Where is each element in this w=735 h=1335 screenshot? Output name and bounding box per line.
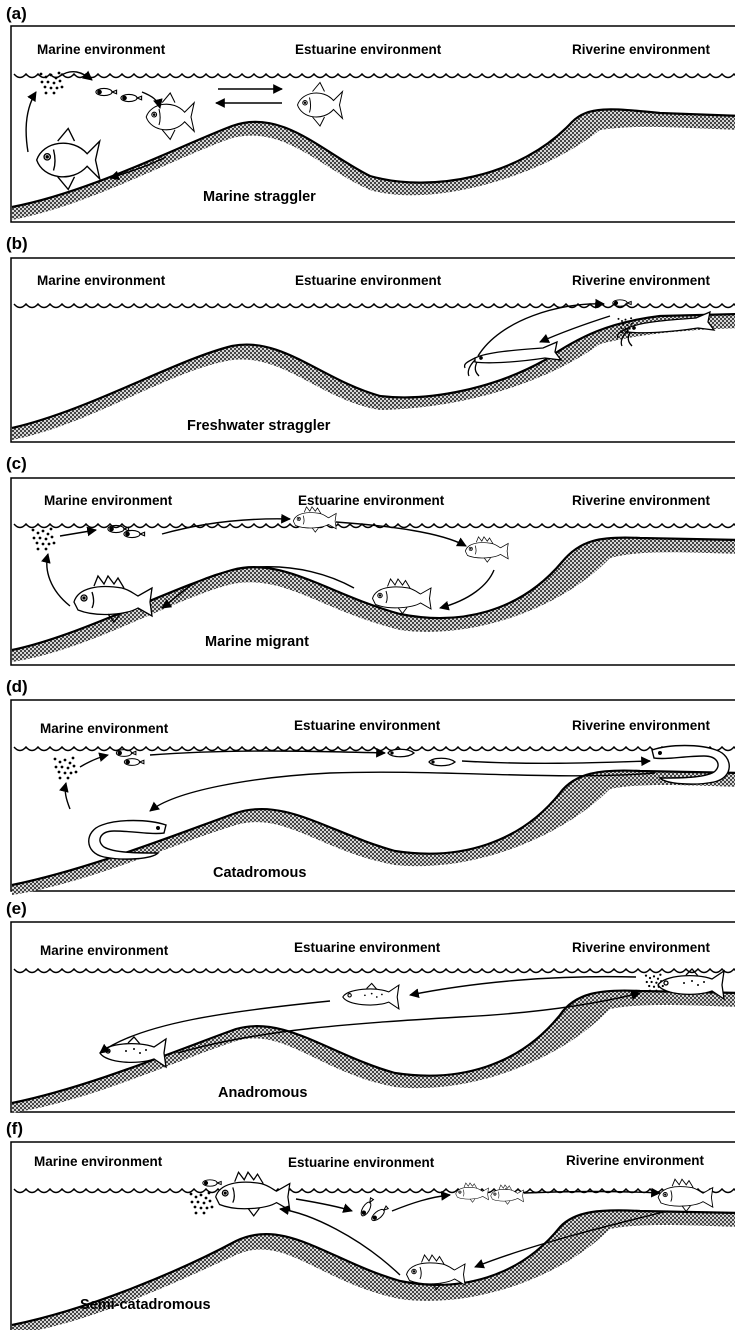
larva-icon [96,88,117,95]
panel-title: Anadromous [218,1085,307,1101]
arrow-icon [26,92,36,152]
fish-icon [456,1183,489,1202]
panel-f: (f) Marine environment Estuarine environ… [6,1119,735,1330]
panel-title: Freshwater straggler [187,418,331,434]
larva-icon [429,758,455,766]
env-label-estuarine: Estuarine environment [295,42,442,57]
env-label-estuarine: Estuarine environment [298,493,445,508]
arrow-icon [65,783,70,809]
panel-label: (b) [6,234,28,253]
env-label-riverine: Riverine environment [572,273,711,288]
fish-icon [146,93,194,139]
panel-e: (e) Marine environment Estuarine environ… [6,899,735,1113]
arrow-icon [336,522,466,546]
arrow-icon [60,530,96,536]
egg-cluster-icon [190,1192,214,1215]
panel-d: (d) Marine environment Estuarine environ… [6,677,735,895]
larva-icon [124,759,144,766]
egg-cluster-icon [54,757,78,780]
fish-icon [216,1172,290,1216]
env-label-riverine: Riverine environment [572,493,711,508]
larva-icon [388,749,414,757]
larva-icon [359,1197,375,1217]
env-label-riverine: Riverine environment [572,718,711,733]
panel-label: (f) [6,1119,23,1138]
larva-icon [203,1180,221,1186]
arrow-icon [150,751,385,755]
panel-c: (c) Marine environment Estuarine environ… [6,454,735,665]
seabed-band [12,314,735,440]
env-label-marine: Marine environment [40,943,169,958]
env-label-marine: Marine environment [34,1154,163,1169]
arrow-icon [392,1195,450,1211]
env-label-marine: Marine environment [37,273,166,288]
larva-icon [124,530,145,537]
larva-icon [370,1205,389,1223]
fish-icon [658,1179,713,1211]
arrow-icon [296,1199,352,1211]
arrow-icon [440,570,494,608]
fish-icon [343,983,399,1009]
panel-label: (a) [6,4,27,23]
eel-icon [89,821,166,860]
seabed-band [12,109,735,220]
env-label-riverine: Riverine environment [572,42,711,57]
panel-a: (a) Marine environment Estuarine environ… [6,4,735,222]
arrow-icon [462,761,650,763]
env-label-marine: Marine environment [40,721,169,736]
env-label-riverine: Riverine environment [566,1153,705,1168]
water-surface [14,74,735,78]
panel-label: (e) [6,899,27,918]
fish-icon [298,83,343,127]
eel-icon [652,746,729,785]
env-label-estuarine: Estuarine environment [295,273,442,288]
seabed-band [12,771,735,895]
egg-cluster-icon [40,72,64,95]
env-label-riverine: Riverine environment [572,940,711,955]
fish-icon [37,129,100,190]
egg-cluster-icon [32,528,56,551]
panel-label: (d) [6,677,28,696]
fish-icon [293,507,336,532]
env-label-marine: Marine environment [37,42,166,57]
larva-icon [121,94,142,101]
panel-label: (c) [6,454,27,473]
env-label-marine: Marine environment [44,493,173,508]
env-label-estuarine: Estuarine environment [294,940,441,955]
panel-title: Marine straggler [203,189,316,205]
env-label-estuarine: Estuarine environment [294,718,441,733]
arrow-icon [80,755,108,767]
panel-title: Semi-catadromous [80,1297,211,1313]
panel-title: Catadromous [213,865,306,881]
arrow-icon [47,554,70,606]
fish-icon [465,537,508,562]
water-surface [14,969,735,973]
larva-icon [613,300,631,306]
panel-title: Marine migrant [205,634,309,650]
fish-icon [491,1185,524,1204]
panel-b: (b) Marine environment Estuarine environ… [6,234,735,442]
env-label-estuarine: Estuarine environment [288,1155,435,1170]
arrow-icon [524,1192,660,1194]
